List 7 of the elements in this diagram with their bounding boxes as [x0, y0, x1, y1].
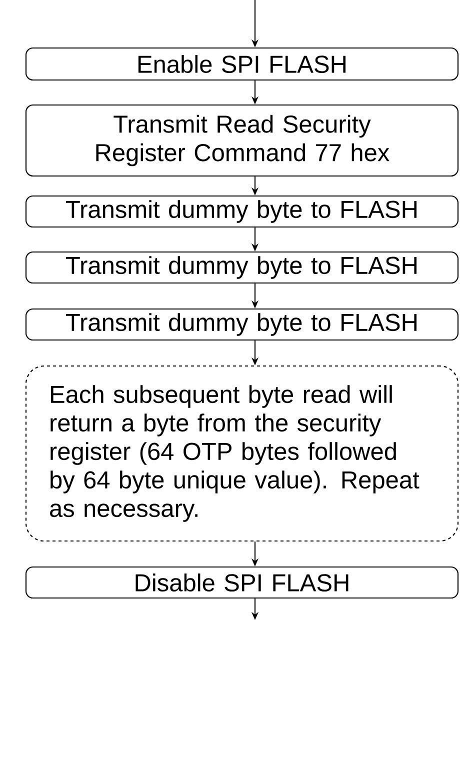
- process-box: Enable SPI FLASH: [25, 47, 459, 81]
- process-box: Transmit dummy byte to FLASH: [25, 195, 459, 228]
- process-box: Transmit dummy byte to FLASH: [25, 308, 459, 341]
- process-box: Transmit dummy byte to FLASH: [25, 251, 459, 284]
- process-box: Transmit Read Security Register Command 77 hex: [25, 104, 459, 177]
- process-box: Disable SPI FLASH: [25, 566, 459, 599]
- note-box: Each subsequent byte read will return a byte from the security register (64 OTP bytes followed by 64 byte unique value). Repeat as necessary.: [25, 365, 459, 542]
